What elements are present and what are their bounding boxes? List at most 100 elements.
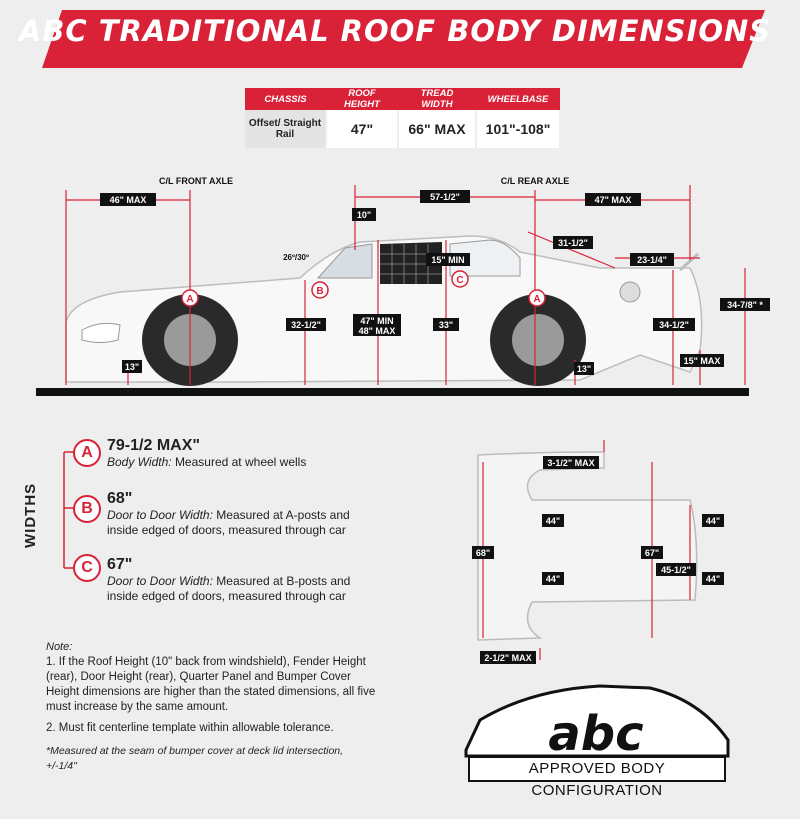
front-clearance-label: 13" (125, 362, 139, 372)
width-b-marker: B (73, 495, 101, 523)
width-67-label: 67" (645, 548, 659, 558)
rear-rim (512, 314, 564, 366)
rear-overhang-label: 47" MAX (595, 195, 632, 205)
page-title: ABC TRADITIONAL ROOF BODY DIMENSIONS (18, 14, 772, 48)
rear-step-label: 2-1/2" MAX (484, 653, 531, 663)
rear-width-label: 45-1/2" (661, 565, 691, 575)
widths-side-label: WIDTHS (22, 482, 39, 548)
width-item-a: 79-1/2 MAX" Body Width: Measured at whee… (107, 437, 306, 470)
fender-height-label: 32-1/2" (291, 320, 321, 330)
width-item-c: 67" Door to Door Width: Measured at B-po… (107, 556, 367, 604)
note-1: 1. If the Roof Height (10" back from win… (46, 656, 376, 713)
notes-heading: Note: (46, 641, 73, 653)
rear-window-label: 31-1/2" (558, 238, 588, 248)
front-overhang-box (100, 193, 156, 206)
rear-width-box (656, 563, 696, 576)
quarter-height-box (653, 318, 695, 331)
width-c-marker: C (73, 554, 101, 582)
footnote: *Measured at the seam of bumper cover at… (46, 745, 344, 772)
door-height-box (433, 318, 459, 331)
wheelbase-section-box (420, 190, 470, 203)
width-a-marker: A (73, 439, 101, 467)
windshield-back-label: 10" (357, 210, 371, 220)
svg-text:A: A (186, 294, 193, 305)
width-c-desc: Door to Door Width: Measured at B-posts … (107, 574, 367, 604)
header-tread-width: TREAD WIDTH (398, 88, 476, 110)
header-chassis: CHASSIS (245, 88, 326, 110)
rear-upper-box (702, 514, 724, 527)
headlight (81, 322, 121, 343)
rear-bumper-clearance-box (680, 354, 724, 367)
width-a-text: Measured at wheel wells (174, 455, 307, 469)
marker-a-rear: A (528, 289, 546, 307)
width-item-b: 68" Door to Door Width: Measured at A-po… (107, 490, 367, 538)
ground-line (36, 388, 749, 396)
rear-lower-label: 44" (706, 574, 720, 584)
marker-b: B (311, 281, 329, 299)
cell-chassis: Offset/ Straight Rail (245, 110, 327, 148)
a-post-upper-label: 44" (546, 516, 560, 526)
cell-roof-height: 47" (326, 110, 399, 148)
rear-bumper-clearance-label: 15" MAX (684, 356, 721, 366)
svg-text:B: B (316, 286, 323, 297)
quarter-window (449, 239, 521, 277)
cl-front-axle-label: C/L FRONT AXLE (159, 176, 233, 186)
roof-height-max-label: 48" MAX (359, 326, 396, 336)
spoiler (679, 252, 699, 272)
front-overhang-label: 46" MAX (110, 195, 147, 205)
spec-table-row: Offset/ Straight Rail 47" 66" MAX 101"-1… (245, 110, 561, 148)
header-wheelbase: WHEELBASE (476, 88, 560, 110)
rear-window-box (553, 236, 593, 249)
width-c-term: Door to Door Width: (107, 574, 213, 588)
width-c-value: 67" (107, 556, 133, 573)
width-a-term: Body Width: (107, 455, 172, 469)
rear-clearance-label: 13" (577, 364, 591, 374)
front-clearance-box (122, 360, 142, 373)
cell-wheelbase: 101"-108" (476, 110, 561, 148)
rear-overhang-box (585, 193, 641, 206)
width-c-text: Measured at B-posts and inside edged of … (107, 574, 351, 603)
fuel-cap (619, 281, 641, 303)
rear-step-box (480, 651, 536, 664)
windshield-angle-label: 26º/30º (283, 253, 309, 262)
marker-a-front: A (181, 289, 199, 307)
notes: Note: 1. If the Roof Height (10" back fr… (46, 640, 376, 774)
quarter-window-box (426, 253, 470, 266)
title-banner (42, 10, 765, 68)
rear-lower-box (702, 572, 724, 585)
top-view-outline (477, 451, 698, 641)
abc-logo: abc (464, 684, 730, 762)
width-a-desc: Body Width: Measured at wheel wells (107, 455, 306, 470)
top-view: 3-1/2" MAX 2-1/2" MAX 68" 67" 44" 44" 44… (472, 440, 724, 664)
note-2: 2. Must fit centerline template within a… (46, 722, 334, 734)
width-b-text: Measured at A-posts and inside edged of … (107, 508, 350, 537)
front-step-box (543, 456, 599, 469)
deck-label: 23-1/4" (637, 255, 667, 265)
cell-tread-width: 66" MAX (398, 110, 477, 148)
quarter-height-label: 34-1/2" (659, 320, 689, 330)
logo-caption: APPROVED BODY CONFIGURATION (468, 756, 726, 799)
windshield (316, 243, 373, 279)
windshield-back-box (352, 208, 376, 221)
width-68-box (472, 546, 494, 559)
width-b-value: 68" (107, 490, 133, 507)
bumper-height-label: 34-7/8" * (727, 300, 763, 310)
width-68-label: 68" (476, 548, 490, 558)
front-step-label: 3-1/2" MAX (547, 458, 594, 468)
widths-bracket (63, 451, 74, 569)
spec-table: CHASSIS ROOF HEIGHT TREAD WIDTH WHEELBAS… (245, 88, 561, 148)
spec-table-header: CHASSIS ROOF HEIGHT TREAD WIDTH WHEELBAS… (245, 88, 560, 110)
cl-rear-axle-label: C/L REAR AXLE (501, 176, 570, 186)
a-post-upper-box (542, 514, 564, 527)
fender-height-box (286, 318, 326, 331)
marker-c: C (451, 270, 469, 288)
door-height-label: 33" (439, 320, 453, 330)
wheelbase-section-label: 57-1/2" (430, 192, 460, 202)
quarter-window-label: 15" MIN (431, 255, 464, 265)
width-a-value: 79-1/2 MAX" (107, 437, 200, 454)
svg-text:A: A (533, 294, 540, 305)
bumper-height-box (720, 298, 770, 311)
logo-car-silhouette (464, 684, 730, 758)
width-b-term: Door to Door Width: (107, 508, 213, 522)
